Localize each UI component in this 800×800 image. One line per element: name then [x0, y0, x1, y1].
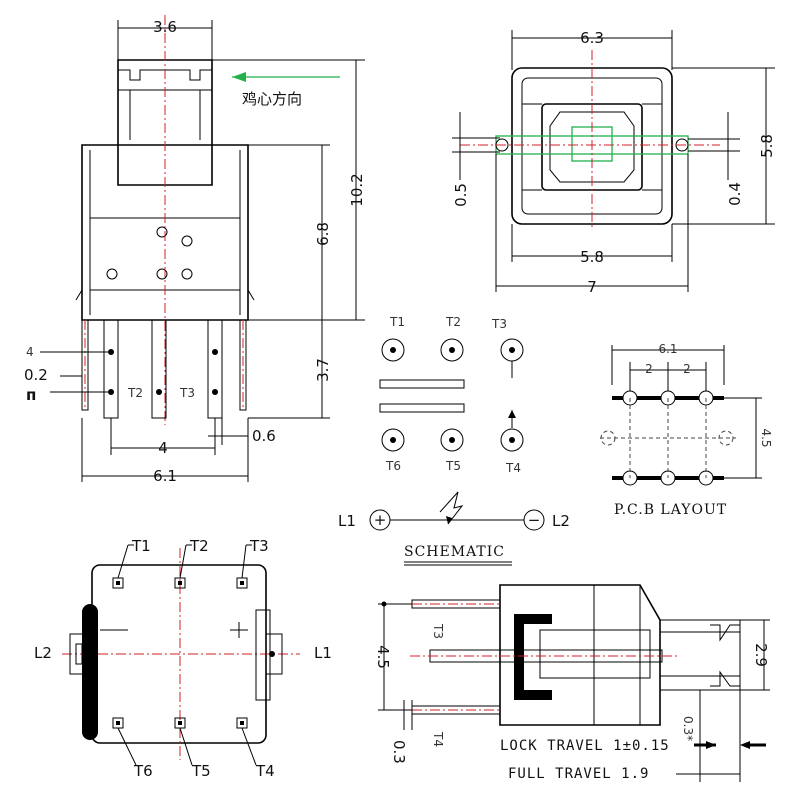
dim-base-width: 6.1 [153, 467, 177, 485]
pcb-title: P.C.B LAYOUT [614, 502, 727, 518]
bottom-t3-label: T3 [249, 537, 269, 555]
top-dim-inner-width: 5.8 [580, 248, 604, 266]
schem-t1-label: T1 [389, 315, 405, 329]
top-dim-width: 6.3 [580, 29, 604, 47]
t3-side-label: T3 [179, 386, 195, 400]
pin-width-dim: 0.2 [24, 366, 48, 384]
top-dim-height: 5.8 [758, 134, 776, 158]
side-view: 3.6 鸡心方向 [24, 15, 366, 485]
top-dim-width-total: 7 [587, 278, 597, 296]
schem-t6-label: T6 [385, 459, 401, 473]
lock-travel-label: LOCK TRAVEL 1±0.15 [500, 738, 670, 754]
travel-dim-small: 0.3* [681, 716, 695, 741]
schem-plus-sign: + [374, 511, 387, 529]
dim-body-height: 6.8 [314, 222, 332, 246]
bottom-l1-label: L1 [314, 644, 332, 662]
top-view: 6.3 0.5 0.4 5.8 5.8 [452, 29, 776, 296]
top-left-pin-dim: 0.5 [452, 183, 470, 207]
dim-height-total: 10.2 [348, 173, 366, 206]
travel-dim-pin: 0.3 [390, 740, 408, 764]
pcb-dim-pitch-b: 2 [683, 362, 691, 376]
schematic: T1 T2 T3 T6 T5 T4 L1 + − L2 SCHEMATIC [338, 315, 570, 566]
bottom-t1-label: T1 [131, 537, 151, 555]
schem-t2-label: T2 [445, 315, 461, 329]
bottom-l2-label: L2 [34, 644, 52, 662]
travel-t3-label: T3 [431, 623, 445, 639]
pcb-dim-pitch-a: 2 [645, 362, 653, 376]
schem-t5-label: T5 [445, 459, 461, 473]
travel-view: T3 T4 4.5 0.3 2.9 0.3* LOCK TRAVEL 1±0.1… [374, 584, 770, 782]
schem-t3-label: T3 [491, 317, 507, 331]
schem-minus-sign: − [528, 511, 541, 529]
full-travel-label: FULL TRAVEL 1.9 [508, 766, 649, 782]
schem-l1-label: L1 [338, 512, 356, 530]
pcb-dim-row-spacing: 4.5 [759, 428, 773, 447]
pin-glyph: п [26, 386, 36, 404]
travel-t4-label: T4 [431, 731, 445, 747]
schem-t4-label: T4 [505, 461, 521, 475]
bottom-t2-label: T2 [189, 537, 209, 555]
pcb-layout: 6.1 2 2 4.5 P.C.B LAYOUT [600, 342, 773, 518]
bottom-t5-label: T5 [191, 762, 211, 780]
pin4-label: 4 [26, 345, 34, 359]
travel-dim-spacing: 4.5 [374, 645, 392, 669]
side-pins [40, 319, 247, 419]
dim-pin-length: 3.7 [314, 358, 332, 382]
dim-top-width: 3.6 [153, 18, 177, 36]
schem-l2-label: L2 [552, 512, 570, 530]
bottom-view: T1 T2 T3 T6 T5 T4 L2 L1 [34, 537, 332, 780]
dim-pin-pitch: 4 [158, 439, 168, 457]
direction-note: 鸡心方向 [242, 90, 302, 108]
top-right-pin-dim: 0.4 [726, 182, 744, 206]
bottom-t4-label: T4 [255, 762, 275, 780]
t2-side-label: T2 [127, 386, 143, 400]
schematic-title: SCHEMATIC [404, 544, 505, 560]
bottom-t6-label: T6 [133, 762, 153, 780]
dim-pin-offset: 0.6 [252, 427, 276, 445]
pcb-dim-width: 6.1 [658, 342, 677, 356]
travel-dim-right: 2.9 [752, 643, 770, 667]
